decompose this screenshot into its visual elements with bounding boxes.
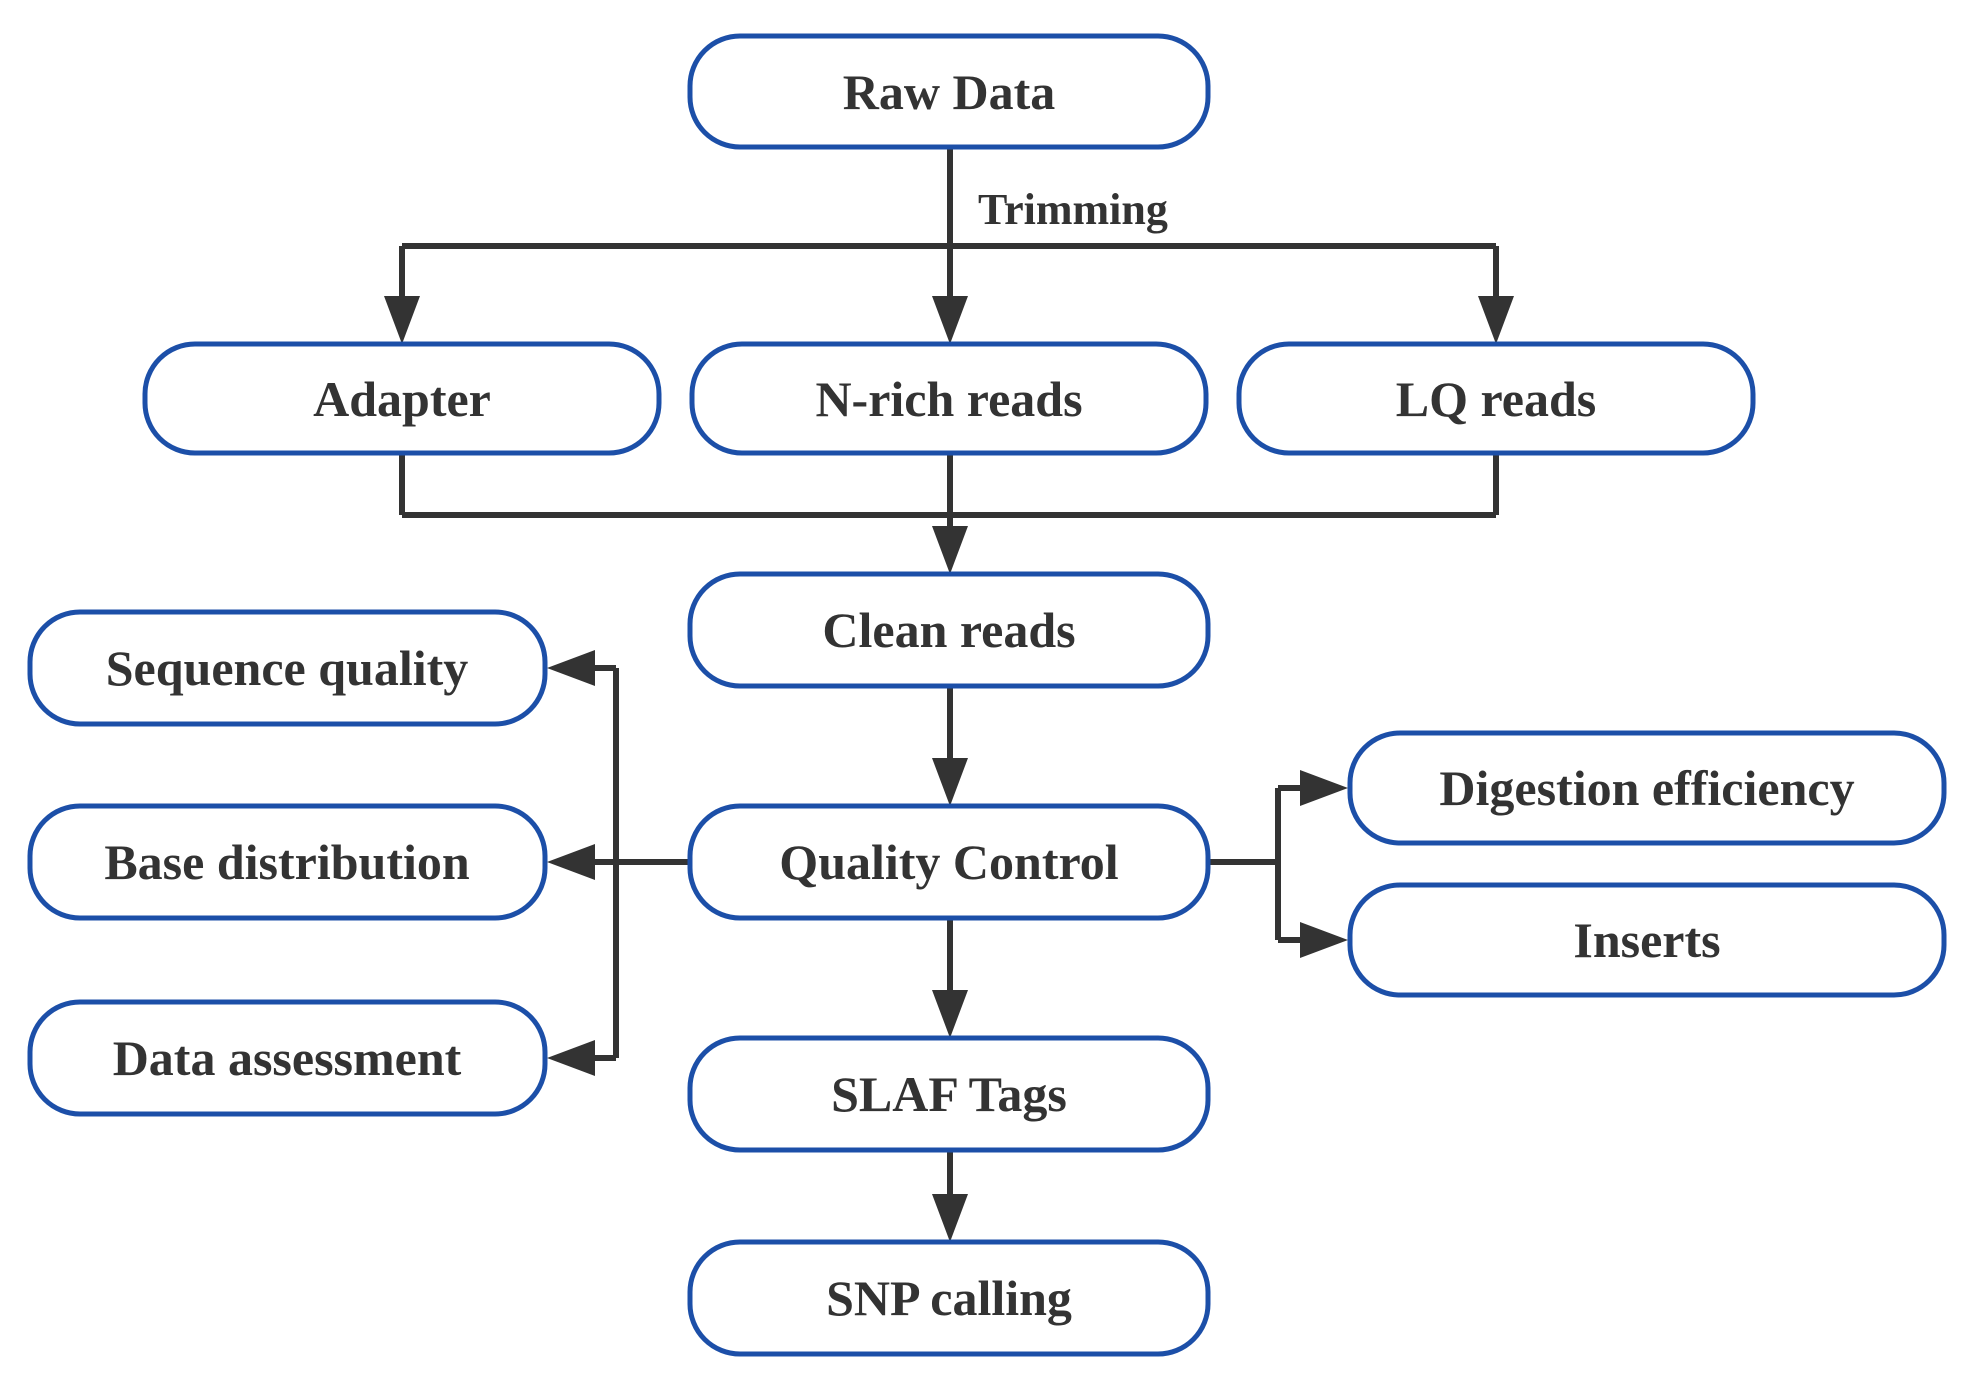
arrow-heads <box>384 296 1514 1242</box>
node-slaf-tags-label: SLAF Tags <box>831 1066 1067 1122</box>
node-data-assessment-label: Data assessment <box>113 1030 462 1086</box>
node-data-assessment-box <box>27 999 548 1117</box>
node-n-rich-reads-label: N-rich reads <box>815 371 1082 427</box>
node-quality-control-box <box>687 803 1211 921</box>
node-n-rich-reads-box <box>689 341 1209 456</box>
arrow-n-rich <box>932 296 968 344</box>
node-sequence-quality: Sequence quality <box>27 609 548 727</box>
arrow-sequence-quality <box>547 650 595 686</box>
node-lq-reads-box <box>1236 341 1756 456</box>
node-digestion-efficiency: Digestion efficiency <box>1347 730 1947 846</box>
node-clean-reads-label: Clean reads <box>822 602 1075 658</box>
node-sequence-quality-box <box>27 609 548 727</box>
node-digestion-efficiency-box <box>1347 730 1947 846</box>
node-slaf-tags: SLAF Tags <box>687 1035 1211 1153</box>
node-clean-reads: Clean reads <box>687 571 1211 689</box>
node-snp-calling-box <box>687 1239 1211 1357</box>
trimming-label: Trimming <box>978 185 1168 234</box>
node-snp-calling: SNP calling <box>687 1239 1211 1357</box>
node-snp-calling-label: SNP calling <box>826 1270 1072 1326</box>
node-inserts: Inserts <box>1347 882 1947 998</box>
arrow-lq <box>1478 296 1514 344</box>
arrow-slaf-tags <box>932 990 968 1038</box>
arrow-data-assessment <box>547 1040 595 1076</box>
node-quality-control-label: Quality Control <box>779 834 1118 890</box>
arrow-base-distribution <box>547 844 595 880</box>
node-base-distribution-label: Base distribution <box>104 834 470 890</box>
node-raw-data: Raw Data <box>687 33 1211 150</box>
node-adapter-label: Adapter <box>313 371 491 427</box>
arrow-inserts <box>1300 922 1348 958</box>
arrow-clean-reads <box>932 526 968 574</box>
node-adapter: Adapter <box>142 341 662 456</box>
node-digestion-efficiency-label: Digestion efficiency <box>1439 760 1854 816</box>
arrow-adapter <box>384 296 420 344</box>
node-raw-data-label: Raw Data <box>843 64 1055 120</box>
arrow-digestion <box>1300 770 1348 806</box>
node-data-assessment: Data assessment <box>27 999 548 1117</box>
node-clean-reads-box <box>687 571 1211 689</box>
node-adapter-box <box>142 341 662 456</box>
arrow-snp-calling <box>932 1194 968 1242</box>
node-quality-control: Quality Control <box>687 803 1211 921</box>
node-base-distribution-box <box>27 803 548 921</box>
node-base-distribution: Base distribution <box>27 803 548 921</box>
node-n-rich-reads: N-rich reads <box>689 341 1209 456</box>
node-lq-reads: LQ reads <box>1236 341 1756 456</box>
node-inserts-label: Inserts <box>1573 912 1720 968</box>
node-sequence-quality-label: Sequence quality <box>106 640 469 696</box>
node-slaf-tags-box <box>687 1035 1211 1153</box>
arrow-quality-control <box>932 758 968 806</box>
node-lq-reads-label: LQ reads <box>1396 371 1597 427</box>
node-inserts-box <box>1347 882 1947 998</box>
node-raw-data-box <box>687 33 1211 150</box>
